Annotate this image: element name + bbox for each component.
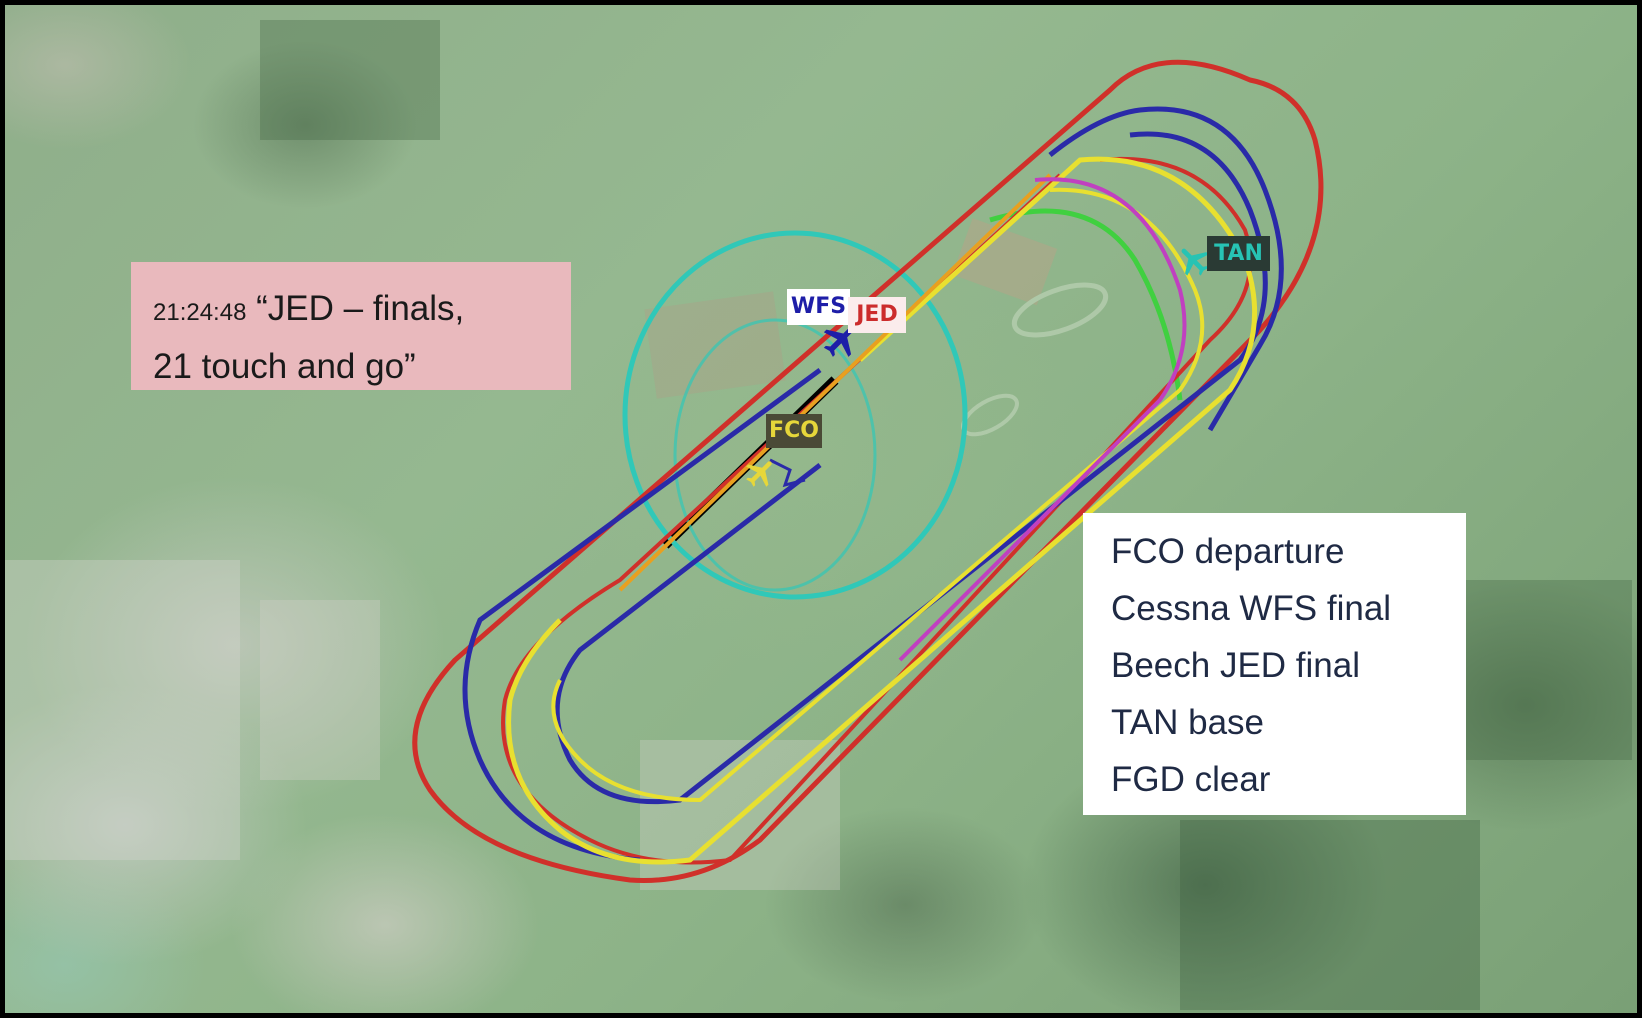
airplane-icon[interactable]	[1175, 241, 1213, 279]
track-red-inner	[501, 156, 1253, 865]
status-line: Beech JED final	[1111, 646, 1361, 685]
airplane-icon[interactable]	[820, 318, 864, 362]
transcript-quote-line-1: “JED – finals,	[256, 289, 465, 328]
callsign-tag-fco[interactable]: FCO	[766, 414, 822, 448]
track-blue-inner	[554, 131, 1268, 805]
track-cyan-circle	[622, 230, 968, 600]
callsign-tag-tan[interactable]: TAN	[1207, 236, 1270, 271]
traffic-status-list: FCO departure Cessna WFS final Beech JED…	[1083, 513, 1466, 815]
track-magenta	[898, 177, 1187, 662]
track-red-outer	[412, 59, 1324, 883]
flight-tracks	[5, 20, 1632, 1010]
status-line: FGD clear	[1111, 760, 1271, 799]
status-line: TAN base	[1111, 703, 1265, 742]
radio-transcript-callout: 21:24:48 “JED – finals, 21 touch and go”	[131, 262, 571, 390]
track-yellow-inner	[551, 187, 1205, 803]
callsign-tag-jed[interactable]: JED	[848, 297, 906, 333]
satellite-map[interactable]: WFS JED FCO TAN 21:24:48 “JED – finals, …	[5, 5, 1637, 1013]
status-line: FCO departure	[1111, 532, 1345, 571]
transcript-line-1: 21:24:48 “JED – finals,	[153, 282, 571, 340]
status-line: Cessna WFS final	[1111, 589, 1392, 628]
track-green	[989, 208, 1183, 401]
callsign-tag-wfs[interactable]: WFS	[787, 289, 850, 325]
transcript-timestamp: 21:24:48	[153, 299, 247, 326]
airplane-icon[interactable]	[743, 455, 779, 491]
track-yellow-outer	[506, 156, 1258, 865]
transcript-quote-line-2: 21 touch and go”	[153, 347, 416, 386]
track-blue-outer	[462, 106, 1284, 863]
